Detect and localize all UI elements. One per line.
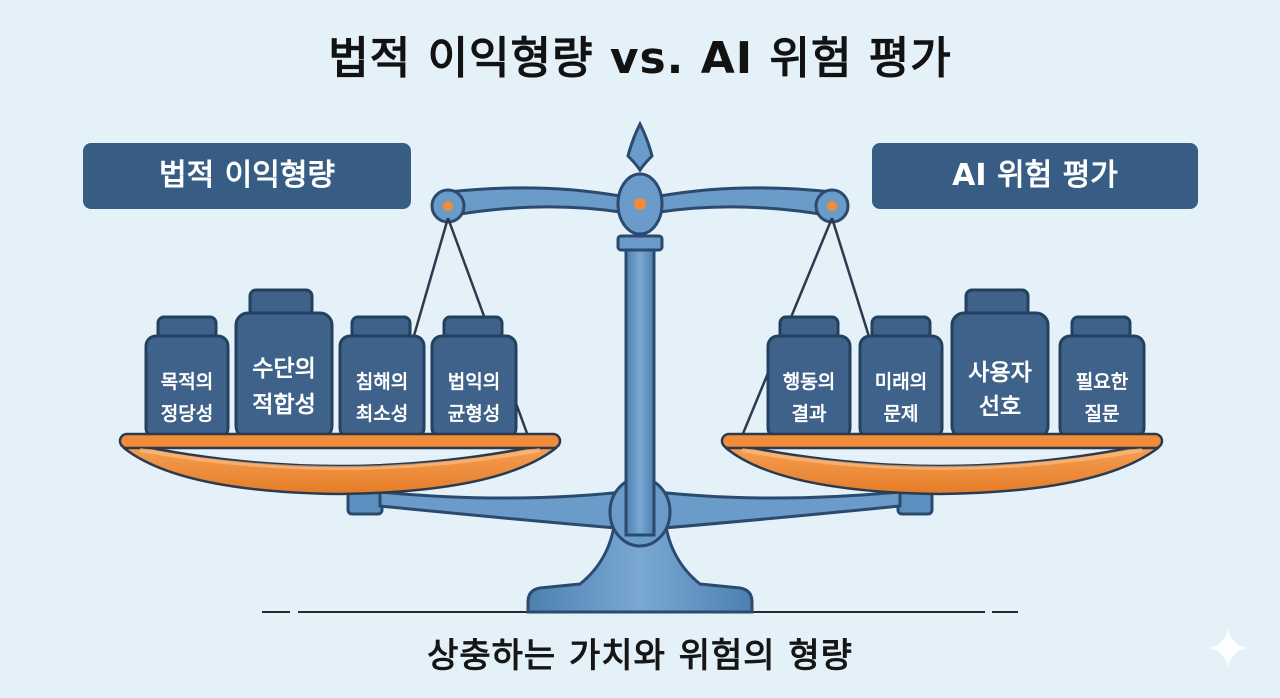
weight-label: 법익의: [448, 371, 500, 393]
weight-label: 선호: [979, 394, 1021, 420]
weight-left-1: 목적의 정당성: [146, 317, 228, 438]
weight-left-3: 침해의 최소성: [340, 317, 424, 438]
weight-label: 정당성: [161, 403, 213, 425]
weight-label: 미래의: [875, 371, 927, 393]
right-pan: [722, 434, 1162, 494]
weight-label: 수단의: [252, 356, 315, 382]
weight-right-3: 사용자 선호: [952, 290, 1048, 438]
weight-left-2: 수단의 적합성: [236, 290, 332, 438]
weight-label: 최소성: [356, 403, 408, 425]
weight-right-4: 필요한 질문: [1060, 317, 1144, 438]
scale-column: [618, 236, 662, 535]
left-pan: [120, 434, 560, 494]
right-weights: 행동의 결과 미래의 문제 사용자 선호 필요한 질문: [768, 290, 1144, 438]
weight-right-1: 행동의 결과: [768, 317, 850, 438]
weight-right-2: 미래의 문제: [860, 317, 942, 438]
weight-label: 문제: [884, 403, 919, 425]
left-weights: 목적의 정당성 수단의 적합성 침해의 최소성 법익의 균형성: [146, 290, 516, 438]
weight-left-4: 법익의 균형성: [432, 317, 516, 438]
weight-label: 필요한: [1076, 371, 1129, 393]
weight-label: 질문: [1085, 403, 1120, 425]
weight-label: 행동의: [783, 371, 835, 393]
weight-label: 목적의: [161, 371, 213, 393]
subtitle: 상충하는 가치와 위험의 형량: [0, 628, 1280, 677]
weight-label: 결과: [792, 403, 827, 425]
weight-label: 적합성: [252, 392, 315, 418]
weight-label: 균형성: [448, 403, 500, 425]
scale-finial: [618, 124, 662, 234]
weight-label: 사용자: [968, 360, 1031, 386]
weight-label: 침해의: [356, 371, 408, 393]
